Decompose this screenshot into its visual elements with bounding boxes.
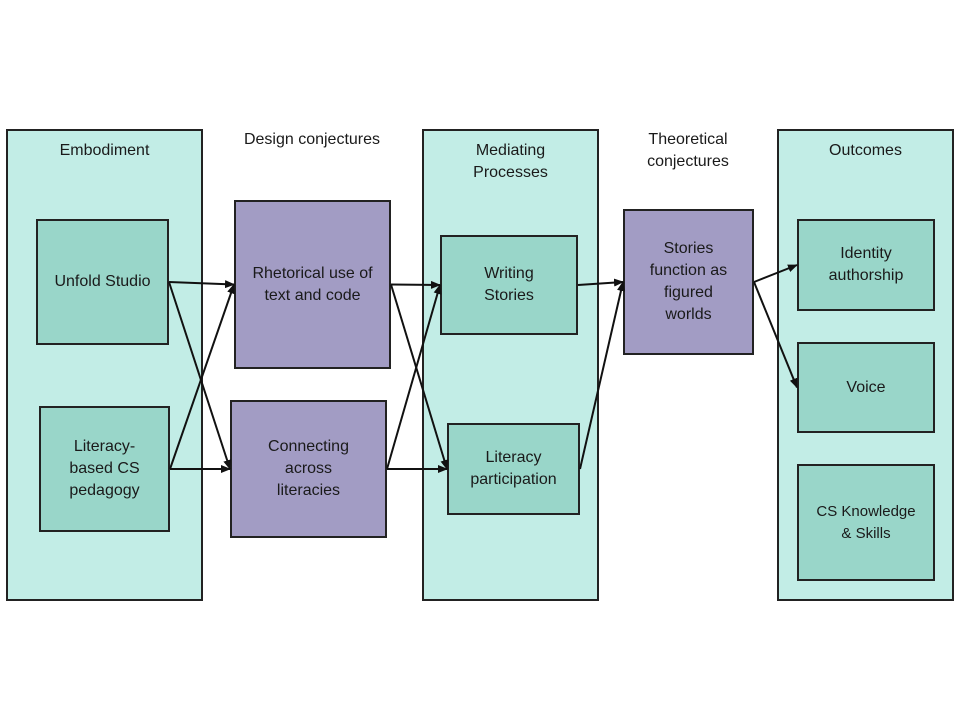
design-conjectures-title: Design conjectures xyxy=(243,131,381,148)
writing-stories-node: Writing Stories xyxy=(440,235,578,335)
literacy-based-cs-pedagogy-node: Literacy- based CS pedagogy xyxy=(39,406,170,532)
mediating-processes-title: Mediating Processes xyxy=(473,142,548,181)
arrow-rhetorical_use-to-literacy_participation xyxy=(390,284,449,470)
cs-knowledge-skills-node: CS Knowledge & Skills xyxy=(797,464,935,581)
arrow-connecting_literacies-to-writing_stories xyxy=(386,284,442,470)
mediating-processes-column xyxy=(422,129,599,601)
rhetorical-use-node: Rhetorical use of text and code xyxy=(234,200,391,369)
literacy-participation-node: Literacy participation xyxy=(447,423,580,515)
arrow-unfold_studio-to-rhetorical_use xyxy=(168,280,235,289)
voice-node: Voice xyxy=(797,342,935,433)
embodiment-title: Embodiment xyxy=(59,142,150,159)
identity-authorship-node: Identity authorship xyxy=(797,219,935,311)
arrow-unfold_studio-to-connecting_literacies xyxy=(168,281,232,470)
unfold-studio-node: Unfold Studio xyxy=(36,219,169,345)
arrow-literacy_cs_pedagogy-to-rhetorical_use xyxy=(169,283,235,470)
arrow-stories_figured_worlds-to-voice xyxy=(753,281,798,389)
arrow-writing_stories-to-stories_figured_worlds xyxy=(577,278,624,287)
theoretical-conjectures-title: Theoretical conjectures xyxy=(647,131,729,170)
outcomes-title: Outcomes xyxy=(829,142,902,159)
arrow-literacy_participation-to-stories_figured_worlds xyxy=(579,281,625,470)
arrow-stories_figured_worlds-to-identity_authorship xyxy=(753,264,798,283)
arrow-rhetorical_use-to-writing_stories xyxy=(390,280,441,289)
connecting-across-literacies-node: Connecting across literacies xyxy=(230,400,387,538)
stories-figured-worlds-node: Stories function as figured worlds xyxy=(623,209,754,355)
